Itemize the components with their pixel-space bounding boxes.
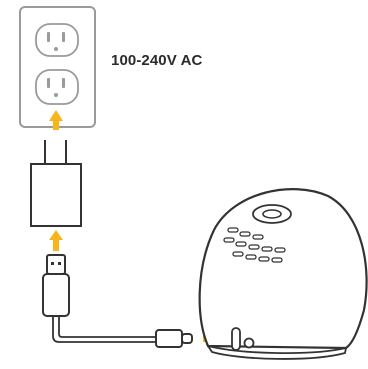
power-adapter-icon — [30, 140, 82, 227]
usb-plug-icon — [42, 254, 70, 317]
usb-c-plug-icon — [155, 329, 193, 348]
device-vent-pattern — [223, 227, 286, 263]
wall-outlet-icon — [19, 6, 96, 128]
outlet-socket-bottom — [35, 69, 79, 105]
device-port — [231, 327, 255, 351]
outlet-socket-top — [35, 23, 79, 57]
device-top-button — [252, 204, 292, 224]
arrow-to-adapter-icon — [49, 230, 63, 251]
device-icon — [198, 188, 368, 360]
arrow-to-outlet-icon — [49, 110, 63, 130]
voltage-label: 100-240V AC — [111, 52, 203, 69]
cable — [52, 316, 158, 343]
